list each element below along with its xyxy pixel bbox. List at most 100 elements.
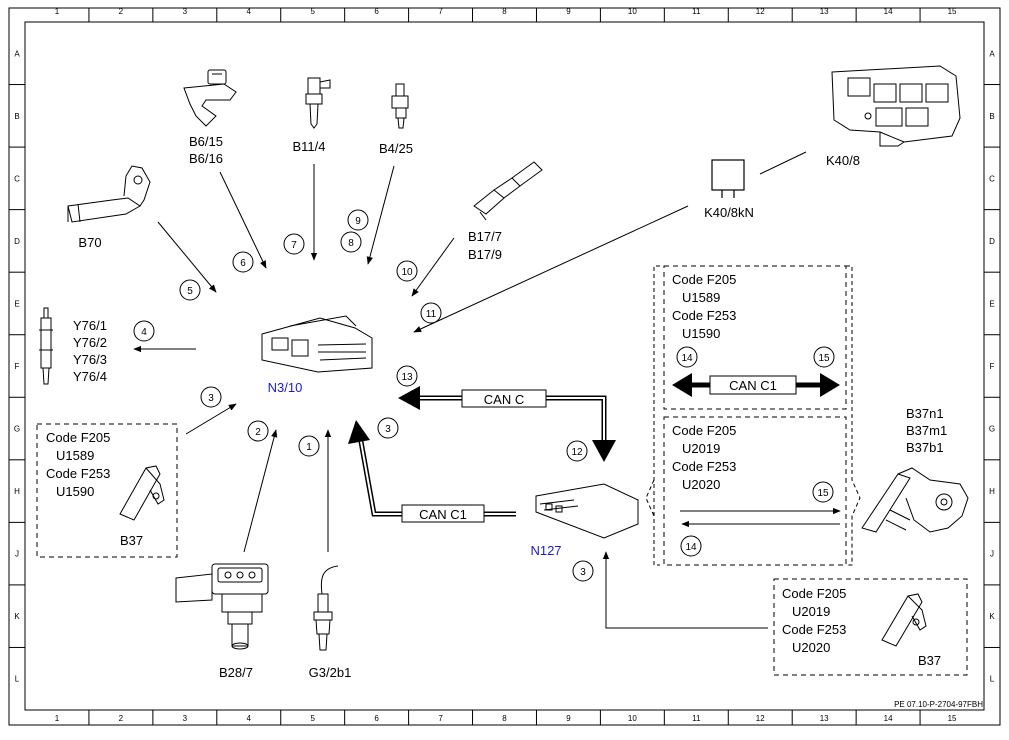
- b70-label: B70: [78, 235, 101, 250]
- grid-col-label-bottom: 7: [438, 714, 443, 723]
- grid-col-label-bottom: 9: [566, 714, 571, 723]
- arrow-5: [157, 221, 217, 293]
- grid-col-label-bottom: 6: [374, 714, 379, 723]
- grid-col-label-bottom: 8: [502, 714, 507, 723]
- grid-col-label-top: 13: [820, 7, 829, 16]
- arrow-6: [219, 171, 267, 269]
- num-4: 4: [141, 327, 147, 338]
- right-top-line-2: U1589: [682, 290, 720, 305]
- grid-col-label-top: 12: [756, 7, 765, 16]
- y76-label-4: Y76/4: [73, 369, 107, 384]
- grid-row-label-right: J: [990, 550, 994, 559]
- left-box-line-2: U1589: [56, 448, 94, 463]
- b17-label-2: B17/9: [468, 247, 502, 262]
- grid-row-label-left: C: [14, 174, 20, 183]
- footer-code: PE 07.10-P-2704-97FBH: [894, 700, 983, 709]
- b70-sensor-icon: [67, 165, 151, 223]
- grid-col-label-top: 5: [310, 7, 315, 16]
- b37-right-label-2: B37m1: [906, 423, 947, 438]
- left-box-line-1: Code F205: [46, 430, 110, 445]
- signal-arrows: [133, 164, 768, 629]
- grid-row-label-left: H: [14, 487, 20, 496]
- grid-col-label-bottom: 4: [247, 714, 252, 723]
- grid-col-label-bottom: 12: [756, 714, 765, 723]
- grid-row-label-left: A: [14, 49, 20, 58]
- left-pedal-icon: [119, 465, 165, 521]
- grid-col-label-bottom: 2: [119, 714, 124, 723]
- grid-row-label-right: C: [989, 174, 995, 183]
- y76-glow-plug-icon: [39, 307, 53, 385]
- grid-col-label-bottom: 11: [692, 714, 701, 723]
- k40-connector-line: [759, 151, 807, 175]
- b37-right-label-3: B37b1: [906, 440, 944, 455]
- num-15-mid: 15: [817, 488, 829, 499]
- right-bracket-left: [653, 265, 660, 566]
- grid-col-label-top: 2: [119, 7, 124, 16]
- right-bracket-notch: [645, 479, 655, 517]
- grid-col-label-top: 15: [948, 7, 957, 16]
- n127-label: N127: [530, 543, 561, 558]
- inner-frame: [24, 21, 985, 711]
- num-11: 11: [426, 309, 437, 320]
- b4-label: B4/25: [379, 141, 413, 156]
- num-3-center: 3: [385, 424, 391, 435]
- left-box-line-4: U1590: [56, 484, 94, 499]
- right-mid-line-3: Code F253: [672, 459, 736, 474]
- grid-col-label-bottom: 1: [55, 714, 60, 723]
- num-14-mid: 14: [685, 542, 697, 553]
- bottom-box-b37-label: B37: [918, 653, 941, 668]
- num-12: 12: [571, 447, 583, 458]
- n3-label: N3/10: [268, 380, 303, 395]
- grid-row-label-left: K: [14, 612, 20, 621]
- k40-relay-icon: [711, 159, 745, 198]
- grid-col-label-top: 6: [374, 7, 379, 16]
- number-markers: [133, 209, 835, 582]
- grid-row-label-right: G: [989, 425, 995, 434]
- y76-label-1: Y76/1: [73, 318, 107, 333]
- grid-row-label-right: A: [989, 49, 995, 58]
- b11-label: B11/4: [292, 139, 325, 154]
- arrow-3-bottom: [602, 551, 768, 629]
- num-15-top: 15: [818, 353, 830, 364]
- grid-row-label-right: B: [989, 112, 994, 121]
- right-top-line-1: Code F205: [672, 272, 736, 287]
- grid-col-label-top: 4: [247, 7, 252, 16]
- num-5: 5: [187, 286, 193, 297]
- bottom-box-line-2: U2019: [792, 604, 830, 619]
- b17-sensor-icon: [473, 161, 543, 221]
- grid-col-label-top: 7: [438, 7, 443, 16]
- y76-label-2: Y76/2: [73, 335, 107, 350]
- k40-label: K40/8: [826, 153, 860, 168]
- b28-label: B28/7: [219, 665, 253, 680]
- arrow-11: [413, 205, 689, 333]
- can-c-bus: CAN C: [398, 386, 616, 462]
- right-mid-code-box: [663, 416, 847, 566]
- number-labels: 1 2 3 3 3 4 5 6 7 8 9 10 11 12 13 14 14 …: [141, 216, 830, 578]
- can-c1-right-label: CAN C1: [729, 378, 777, 393]
- grid-col-label-top: 8: [502, 7, 507, 16]
- bottom-box-line-1: Code F205: [782, 586, 846, 601]
- can-c1-bottom-label: CAN C1: [419, 507, 467, 522]
- arrow-3-left: [185, 403, 237, 435]
- grid-row-label-left: J: [15, 550, 19, 559]
- g3-lambda-probe-icon: [313, 565, 339, 651]
- grid-row-label-left: F: [15, 362, 20, 371]
- grid-col-label-bottom: 13: [820, 714, 829, 723]
- grid-row-label-right: F: [990, 362, 995, 371]
- grid-col-label-bottom: 10: [628, 714, 637, 723]
- grid-row-label-right: D: [989, 237, 995, 246]
- grid-col-label-top: 3: [183, 7, 188, 16]
- grid-col-label-bottom: 15: [948, 714, 957, 723]
- right-mid-line-2: U2019: [682, 441, 720, 456]
- right-mid-line-4: U2020: [682, 477, 720, 492]
- y76-label-3: Y76/3: [73, 352, 107, 367]
- arrow-2: [243, 429, 278, 553]
- grid-row-label-right: K: [989, 612, 995, 621]
- can-c1-bottom-bus: CAN C1: [348, 420, 516, 523]
- can-c-label: CAN C: [484, 392, 524, 407]
- grid-col-label-top: 1: [55, 7, 60, 16]
- grid-row-label-left: E: [14, 299, 19, 308]
- num-3-bottom: 3: [580, 567, 586, 578]
- grid-labels: 1122334455667788991010111112121313141415…: [14, 7, 995, 723]
